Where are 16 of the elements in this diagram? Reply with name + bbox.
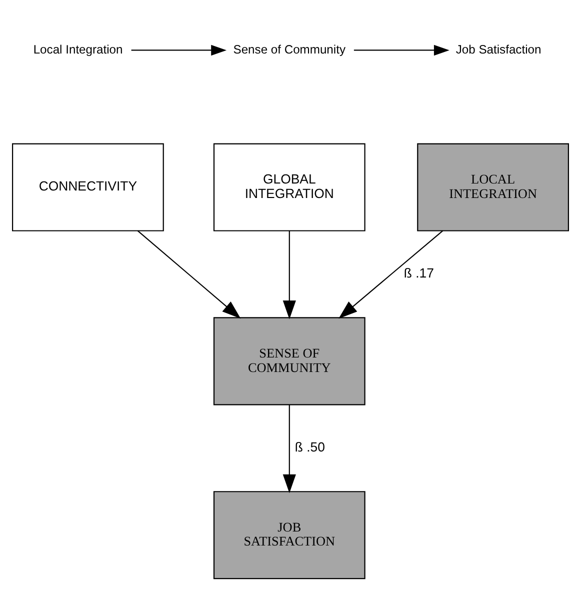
node-text: Local Integration	[33, 42, 123, 56]
arrow	[354, 44, 450, 56]
node-box: SENSE OF COMMUNITY	[213, 316, 366, 405]
edge-label: ß .50	[294, 439, 325, 454]
arrow	[131, 44, 227, 56]
node-box: JOB SATISFACTION	[213, 490, 366, 579]
edge-label: ß .17	[404, 265, 434, 280]
node-box: GLOBAL INTEGRATION	[213, 142, 366, 231]
node-text: Sense of Community	[233, 42, 346, 56]
node-text: Job Satisfaction	[456, 42, 542, 56]
arrow	[282, 230, 296, 319]
node-box: CONNECTIVITY	[12, 142, 164, 231]
arrow	[338, 230, 444, 318]
node-box: LOCAL INTEGRATION	[417, 142, 569, 231]
arrow	[282, 404, 296, 493]
arrow	[137, 230, 241, 318]
